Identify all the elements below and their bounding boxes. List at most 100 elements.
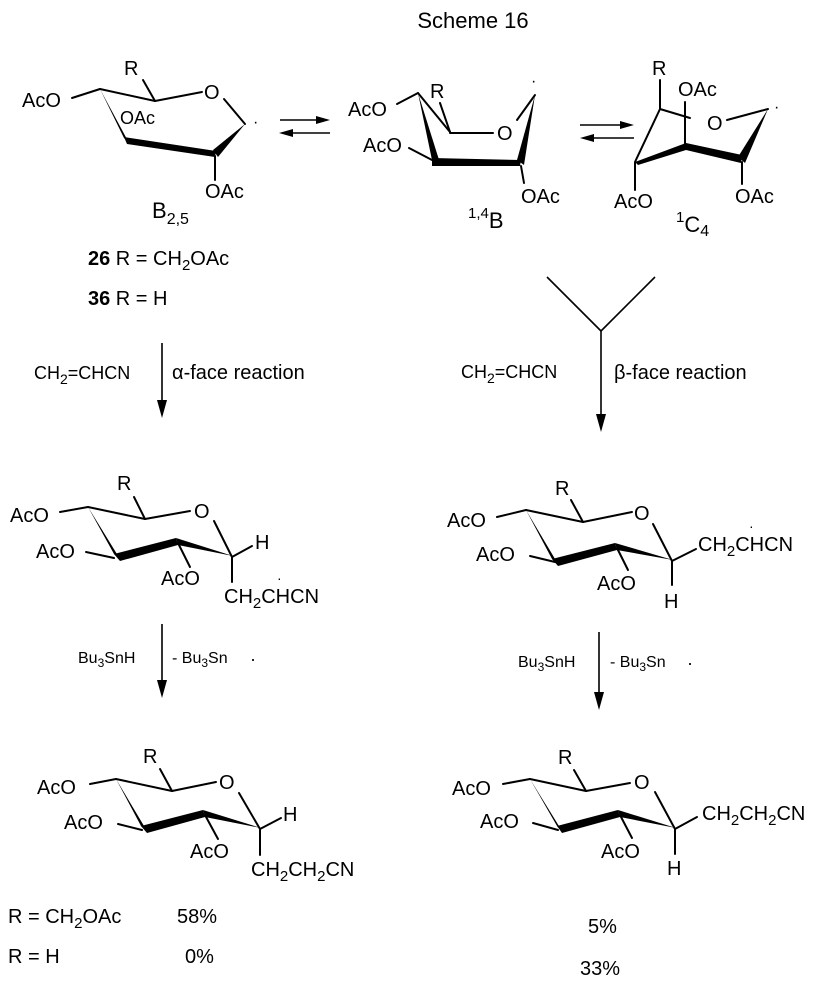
atom-label: AcO <box>64 812 103 834</box>
side-chain: CH2CH2CN <box>251 859 354 885</box>
alpha-face-label: α-face reaction <box>172 362 305 384</box>
bond-bold <box>635 143 686 165</box>
conformer-label: 1C4 <box>676 209 709 240</box>
bond-bold <box>432 158 521 166</box>
atom-label: OAc <box>521 186 560 208</box>
atom-label: AcO <box>614 191 653 213</box>
right-intermediate: R AcO O AcO CH2CHCN · AcO H <box>447 478 793 613</box>
right-yields: 5% 33% <box>580 916 620 980</box>
atom-label: O <box>634 772 650 794</box>
bond-wedge <box>176 538 233 556</box>
atom-label: H <box>283 804 297 826</box>
atom-label: AcO <box>10 505 49 527</box>
bond-bold <box>552 543 617 566</box>
reagent-acrylonitrile: CH2=CHCN <box>461 362 557 386</box>
atom-label: AcO <box>348 99 387 121</box>
atom-label: R <box>124 58 138 80</box>
atom-label: AcO <box>363 135 402 157</box>
radical-dot: · <box>277 570 282 586</box>
atom-label: R <box>117 473 131 495</box>
radical-dot: · <box>250 649 256 669</box>
radical-dot: · <box>253 114 258 131</box>
radical-dot: · <box>687 653 693 673</box>
left-step2: Bu3SnH - Bu3Sn · <box>78 624 256 698</box>
bond-wedge <box>738 109 768 163</box>
atom-label: AcO <box>452 778 491 800</box>
left-step1: CH2=CHCN α-face reaction <box>34 343 305 418</box>
atom-label: R <box>558 747 572 769</box>
side-chain: CH2CHCN <box>698 534 793 560</box>
atom-label: AcO <box>22 90 61 112</box>
yield-value: 5% <box>588 916 617 938</box>
atom-label: AcO <box>36 541 75 563</box>
scheme-title: Scheme 16 <box>417 8 528 33</box>
bond-wedge <box>203 810 261 828</box>
atom-label: H <box>255 532 269 554</box>
arrow-head <box>157 400 167 418</box>
right-product: R AcO O AcO CH2CH2CN AcO H <box>452 747 805 880</box>
yield-r-label: R = CH2OAc <box>8 906 121 932</box>
atom-label: O <box>634 503 650 525</box>
reagent-tributyltin-hydride: Bu3SnH <box>518 654 575 674</box>
atom-label: O <box>204 82 220 104</box>
reagent-tributyltin-hydride: Bu3SnH <box>78 650 135 670</box>
atom-label: AcO <box>601 841 640 863</box>
arrow-head <box>596 414 606 432</box>
atom-label: AcO <box>37 777 76 799</box>
atom-label: OAc <box>205 181 244 203</box>
beta-face-label: β-face reaction <box>614 362 747 384</box>
conformer-label: 1,4B <box>468 205 504 233</box>
atom-label: O <box>219 772 235 794</box>
bond-bold <box>557 810 620 833</box>
atom-label: R <box>143 746 157 768</box>
radical-dot: · <box>531 73 536 90</box>
yield-value: 58% <box>177 906 217 928</box>
atom-label: R <box>555 478 569 500</box>
bond-wedge <box>418 93 440 163</box>
equilibrium-arrows-2 <box>580 121 634 142</box>
atom-label: O <box>497 123 513 145</box>
atom-label: AcO <box>190 841 229 863</box>
atom-label: AcO <box>447 510 486 532</box>
right-step1: CH2=CHCN β-face reaction <box>461 276 747 432</box>
bond-bold <box>114 538 178 561</box>
bond-bold <box>124 137 216 157</box>
atom-label: AcO <box>476 544 515 566</box>
radical-dot: · <box>749 518 754 534</box>
bond-wedge <box>517 95 535 165</box>
yield-value: 33% <box>580 958 620 980</box>
atom-label: AcO <box>161 568 200 590</box>
structure-b14: AcO R O · AcO OAc 1,4B <box>348 73 560 233</box>
yield-value: 0% <box>185 946 214 968</box>
right-step2: Bu3SnH - Bu3Sn · <box>518 632 693 710</box>
side-chain: CH2CHCN <box>224 586 319 612</box>
bond-wedge <box>100 89 129 143</box>
left-intermediate: R AcO O AcO H AcO · CH2CHCN <box>10 473 319 612</box>
atom-label: O <box>707 113 723 135</box>
bond-wedge <box>530 779 562 831</box>
arrow-head <box>594 692 604 710</box>
atom-label: R <box>430 81 444 103</box>
atom-label: OAc <box>120 108 155 128</box>
bond-bold <box>141 810 205 833</box>
atom-label: H <box>667 858 681 880</box>
atom-label: H <box>664 591 678 613</box>
byproduct-tributyltin-radical: - Bu3Sn <box>610 654 666 674</box>
atom-label: OAc <box>735 186 774 208</box>
bond-wedge <box>116 779 147 831</box>
radical-dot: · <box>774 99 779 116</box>
compound-26: 26 R = CH2OAc <box>88 248 229 274</box>
bond-wedge <box>615 543 673 560</box>
compound-36: 36 R = H <box>88 288 168 310</box>
bond-wedge <box>618 810 676 828</box>
bond-wedge <box>526 510 558 564</box>
left-product: R AcO O AcO H AcO CH2CH2CN <box>37 746 354 885</box>
yield-r-label: R = H <box>8 946 60 968</box>
atom-label: AcO <box>480 811 519 833</box>
left-yields: R = CH2OAc 58% R = H 0% <box>8 906 217 968</box>
arrow-head <box>157 680 167 698</box>
atom-label: O <box>194 501 210 523</box>
bond-bold <box>686 143 742 163</box>
atom-label: R <box>652 58 666 80</box>
